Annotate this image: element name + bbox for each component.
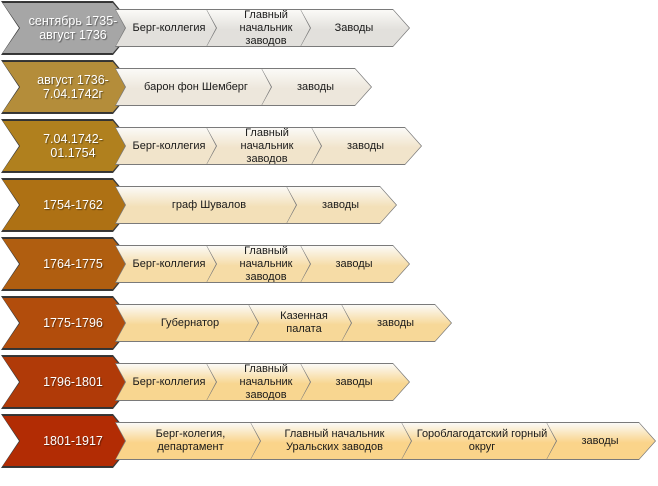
timeline-row: 1754-1762 граф Шувалов заводы xyxy=(0,177,658,233)
step-label: граф Шувалов xyxy=(171,198,247,211)
step-arrow: Берг-колегия, департамент xyxy=(116,423,267,459)
timeline-row: 1764-1775 Берг-коллегия Главный начальни… xyxy=(0,236,658,292)
timeline-row: август 1736-7.04.1742г барон фон Шемберг… xyxy=(0,59,658,115)
step-label: заводы xyxy=(296,80,335,93)
step-arrow: граф Шувалов xyxy=(116,187,304,223)
step-label: Берг-колегия, департамент xyxy=(155,428,226,453)
step-arrow: Берг-коллегия xyxy=(116,128,224,164)
step-label: заводы xyxy=(376,316,415,329)
timeline-row: 1796-1801 Берг-коллегия Главный начальни… xyxy=(0,354,658,410)
step-arrow: Главный начальник Уральских заводов xyxy=(251,423,420,459)
period-arrow: 7.04.1742-01.1754 xyxy=(2,120,134,172)
period-arrow: сентябрь 1735-август 1736 xyxy=(2,2,134,54)
step-arrow: Гороблагодатский горный округ xyxy=(402,423,564,459)
period-label: сентябрь 1735-август 1736 xyxy=(28,14,118,42)
step-arrow: Заводы xyxy=(301,10,409,46)
step-arrow: заводы xyxy=(301,364,409,400)
period-arrow: 1764-1775 xyxy=(2,238,134,290)
timeline-row: 1801-1917 Берг-колегия, департамент Глав… xyxy=(0,413,658,469)
step-arrow: Главный начальник заводов xyxy=(207,128,329,164)
step-label: Главный начальник заводов xyxy=(239,8,293,47)
step-arrow: заводы xyxy=(301,246,409,282)
step-label: заводы xyxy=(335,257,373,270)
period-label: август 1736-7.04.1742г xyxy=(37,73,109,101)
period-arrow: 1754-1762 xyxy=(2,179,134,231)
step-label: Главный начальник Уральских заводов xyxy=(284,428,385,453)
step-label: барон фон Шемберг xyxy=(144,80,248,93)
timeline-row: 1775-1796 Губернатор Казенная палата зав… xyxy=(0,295,658,351)
step-label: Губернатор xyxy=(160,316,220,329)
timeline-row: 7.04.1742-01.1754 Берг-коллегия Главный … xyxy=(0,118,658,174)
period-arrow: 1801-1917 xyxy=(2,415,134,467)
period-label: 7.04.1742-01.1754 xyxy=(43,132,103,160)
step-label: Берг-коллегия xyxy=(132,21,206,34)
period-arrow: август 1736-7.04.1742г xyxy=(2,61,134,113)
period-label: 1796-1801 xyxy=(43,375,103,389)
step-label: заводы xyxy=(346,139,385,152)
step-arrow: Берг-коллегия xyxy=(116,246,224,282)
step-label: Берг-коллегия xyxy=(132,375,206,388)
step-arrow: Губернатор xyxy=(116,305,266,341)
step-label: Казенная палата xyxy=(280,310,328,335)
step-label: заводы xyxy=(321,198,360,211)
step-arrow: Берг-коллегия xyxy=(116,10,224,46)
step-arrow: барон фон Шемберг xyxy=(116,69,278,105)
step-label: Главный начальник заводов xyxy=(239,362,293,401)
step-arrow: заводы xyxy=(547,423,655,459)
timeline-row: сентябрь 1735-август 1736 Берг-коллегия … xyxy=(0,0,658,56)
step-label: Главный начальник заводов xyxy=(240,126,294,165)
step-label: Главный начальник заводов xyxy=(239,244,293,283)
step-arrow: заводы xyxy=(342,305,451,341)
step-arrow: заводы xyxy=(262,69,371,105)
period-label: 1801-1917 xyxy=(43,434,103,448)
period-label: 1764-1775 xyxy=(43,257,103,271)
step-label: заводы xyxy=(581,434,619,447)
step-arrow: заводы xyxy=(312,128,421,164)
period-label: 1775-1796 xyxy=(43,316,103,330)
period-label: 1754-1762 xyxy=(43,198,103,212)
period-arrow: 1796-1801 xyxy=(2,356,134,408)
step-label: Заводы xyxy=(334,21,374,34)
step-label: Берг-коллегия xyxy=(132,139,206,152)
step-arrow: Казенная палата xyxy=(249,305,361,341)
step-label: Берг-коллегия xyxy=(132,257,206,270)
step-arrow: Берг-коллегия xyxy=(116,364,224,400)
step-label: Гороблагодатский горный округ xyxy=(416,428,548,453)
period-arrow: 1775-1796 xyxy=(2,297,134,349)
step-arrow: заводы xyxy=(287,187,396,223)
step-label: заводы xyxy=(335,375,373,388)
